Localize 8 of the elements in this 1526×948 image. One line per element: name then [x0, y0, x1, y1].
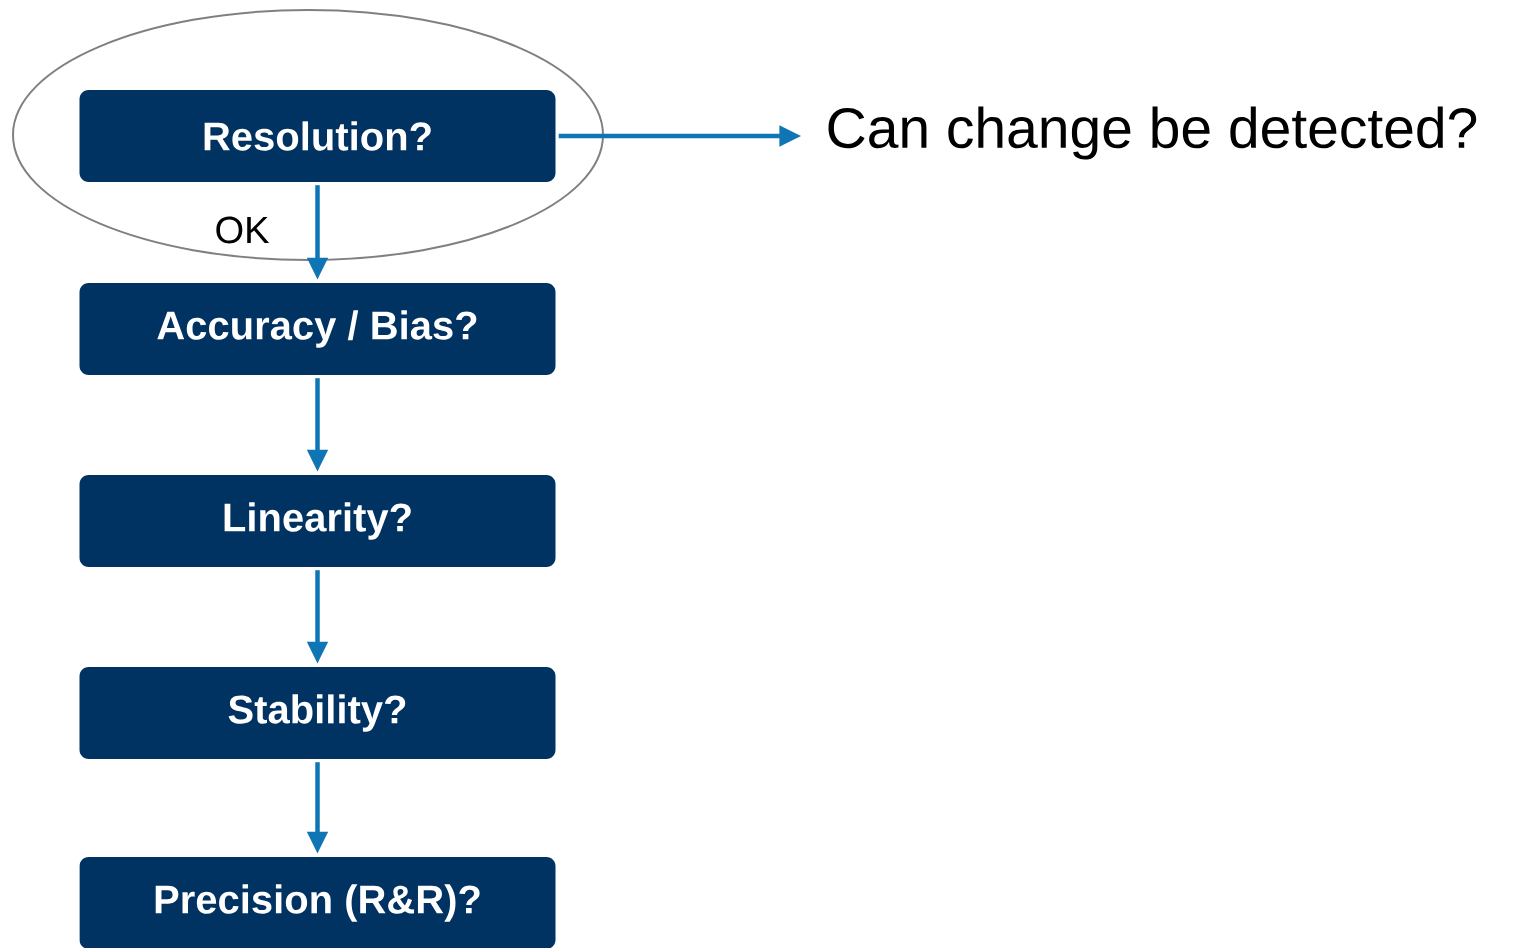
process-box: Stability? [79, 667, 556, 759]
process-box: Linearity? [79, 475, 556, 567]
process-box: Accuracy / Bias? [79, 283, 556, 375]
question-text: Can change be detected? [828, 106, 1477, 160]
process-box: Precision (R&R)? [79, 857, 556, 948]
highlight-ellipse [12, 9, 604, 261]
edge-label: OK [216, 216, 270, 244]
process-box: Resolution? [79, 90, 556, 182]
